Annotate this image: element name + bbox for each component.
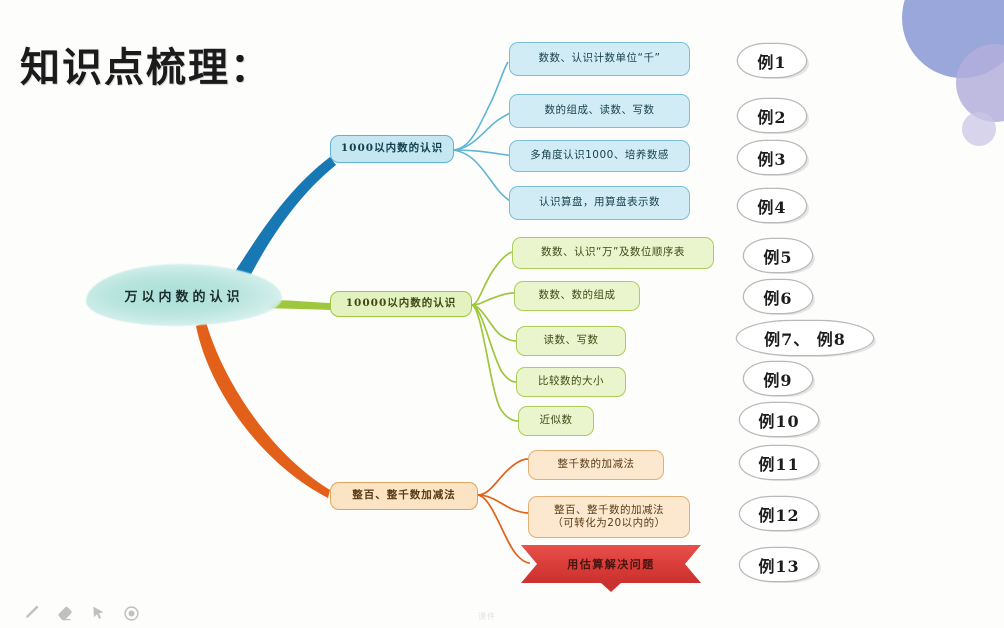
branch-node-10000[interactable]: 10000以内数的认识 <box>330 291 472 317</box>
watermark: 课件 <box>478 612 496 621</box>
example-chip-3[interactable]: 例3 <box>738 141 806 174</box>
cursor-icon[interactable] <box>90 605 107 622</box>
ribbon-notch <box>600 582 622 592</box>
example-chip-4[interactable]: 例4 <box>738 189 806 222</box>
example-chip-13[interactable]: 例13 <box>740 548 818 581</box>
example-chip-5[interactable]: 例5 <box>744 239 812 272</box>
leaf-node-thousands-addition-subtraction[interactable]: 整千数的加减法 <box>528 450 664 480</box>
leaf-node-multi-perspective-1000[interactable]: 多角度认识1000、培养数感 <box>509 140 690 172</box>
laser-pointer-icon[interactable] <box>123 605 140 622</box>
leaf-node-estimation-problem-solving[interactable]: 用估算解决问题 <box>521 545 701 592</box>
example-chip-2[interactable]: 例2 <box>738 99 806 132</box>
decorative-circle-small <box>962 112 996 146</box>
leaf-node-number-composition-read-write[interactable]: 数的组成、读数、写数 <box>509 94 690 128</box>
leaf-node-hundreds-thousands-addition-subtraction[interactable]: 整百、整千数的加减法 （可转化为20以内的） <box>528 496 690 538</box>
branch-node-add-subtract[interactable]: 整百、整千数加减法 <box>330 482 478 510</box>
example-chip-1[interactable]: 例1 <box>738 44 806 77</box>
leaf-node-read-write-numbers[interactable]: 读数、写数 <box>516 326 626 356</box>
annotation-toolbar[interactable] <box>24 605 140 622</box>
example-chip-7-8[interactable]: 例7、 例8 <box>737 321 873 355</box>
leaf-node-counting-unit-thousand[interactable]: 数数、认识计数单位“千” <box>509 42 690 76</box>
leaf-node-abacus[interactable]: 认识算盘，用算盘表示数 <box>509 186 690 220</box>
branch-node-1000[interactable]: 1000以内数的认识 <box>330 135 454 163</box>
example-chip-6[interactable]: 例6 <box>744 280 812 313</box>
pen-icon[interactable] <box>24 605 41 622</box>
central-node[interactable]: 万以内数的认识 <box>86 264 282 326</box>
example-chip-12[interactable]: 例12 <box>740 497 818 530</box>
page-title: 知识点梳理： <box>20 45 272 91</box>
central-node-blob <box>86 264 282 326</box>
example-chip-9[interactable]: 例9 <box>744 362 812 395</box>
leaf-node-counting-composition[interactable]: 数数、数的组成 <box>514 281 640 311</box>
ribbon-label: 用估算解决问题 <box>567 558 655 571</box>
central-node-label: 万以内数的认识 <box>124 289 244 305</box>
leaf-node-approximate-numbers[interactable]: 近似数 <box>518 406 594 436</box>
ribbon-shape <box>521 545 701 583</box>
example-chip-11[interactable]: 例11 <box>740 446 818 479</box>
leaf-node-compare-numbers[interactable]: 比较数的大小 <box>516 367 626 397</box>
example-chip-10[interactable]: 例10 <box>740 403 818 436</box>
leaf-node-counting-ten-thousand-place-table[interactable]: 数数、认识“万”及数位顺序表 <box>512 237 714 269</box>
eraser-icon[interactable] <box>57 605 74 622</box>
